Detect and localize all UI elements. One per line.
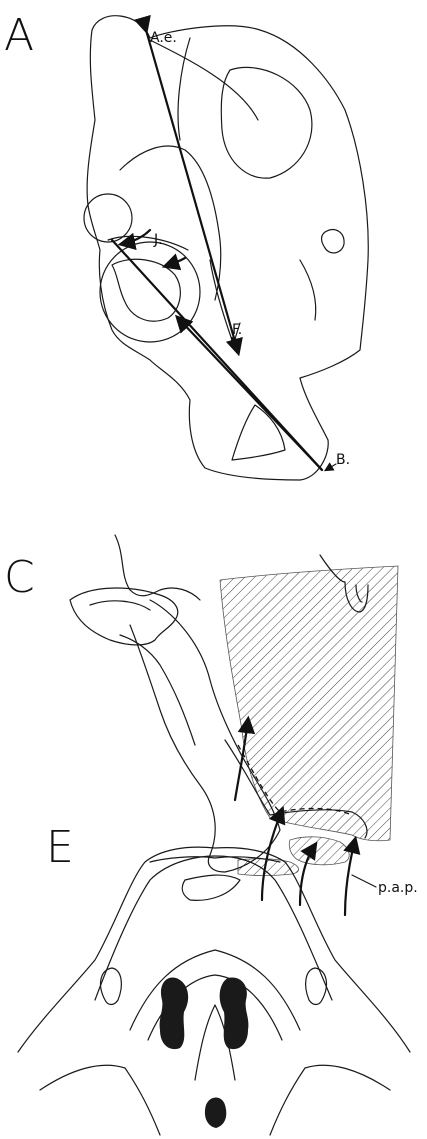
panel-c-head-curve <box>115 535 200 600</box>
panel-a-contour-3 <box>150 40 258 120</box>
panel-e-palate <box>130 950 300 1030</box>
panel-a-line-ae <box>146 30 238 352</box>
panel-a-contour-1 <box>120 146 221 300</box>
panel-c-jaw-lower <box>182 875 240 900</box>
panel-e-right-naris <box>220 977 249 1049</box>
panel-a: A A.e. J. F. B. <box>4 10 368 480</box>
panel-a-label-f: F. <box>232 322 242 338</box>
panel-c-letter: C <box>4 552 35 603</box>
panel-e-letter: E <box>46 822 74 873</box>
panel-c-mouth <box>120 635 195 745</box>
panel-a-label-ae: A.e. <box>150 30 177 46</box>
panel-c-hatched-tongue <box>289 837 349 865</box>
panel-a-arrow-curve <box>166 258 185 266</box>
panel-e-jaw-inner <box>95 856 332 1000</box>
panel-e-lower-right <box>270 1065 390 1135</box>
panel-a-arrow-b <box>326 464 336 470</box>
panel-c-pap-leader <box>352 875 376 887</box>
panel-a-label-j: J. <box>153 232 163 248</box>
panel-a-arrow-mid <box>178 318 322 470</box>
panel-a-contour-2 <box>178 38 190 140</box>
panel-a-orbit <box>221 67 312 178</box>
panel-e-lower-left <box>40 1065 160 1135</box>
panel-a-jaw-inner <box>112 259 180 321</box>
panel-e-right-eye <box>306 968 327 1005</box>
panel-a-tooth <box>232 405 285 460</box>
panel-e-left-eye <box>101 968 122 1005</box>
panel-a-foramen <box>322 230 344 253</box>
panel-a-label-b: B. <box>336 452 350 468</box>
panel-a-letter: A <box>4 10 34 61</box>
panel-a-contour-4 <box>300 260 316 320</box>
panel-c-snout-inner <box>90 601 150 610</box>
panel-e-bottom-spot <box>205 1098 226 1129</box>
panel-c-hatched-region <box>220 566 398 841</box>
panel-e-left-naris <box>160 977 189 1049</box>
panel-e: E <box>18 822 410 1135</box>
panel-e-head-outline <box>18 847 410 1052</box>
panel-a-contour-5 <box>210 260 232 340</box>
panel-c-label-pap: p.a.p. <box>378 880 418 896</box>
